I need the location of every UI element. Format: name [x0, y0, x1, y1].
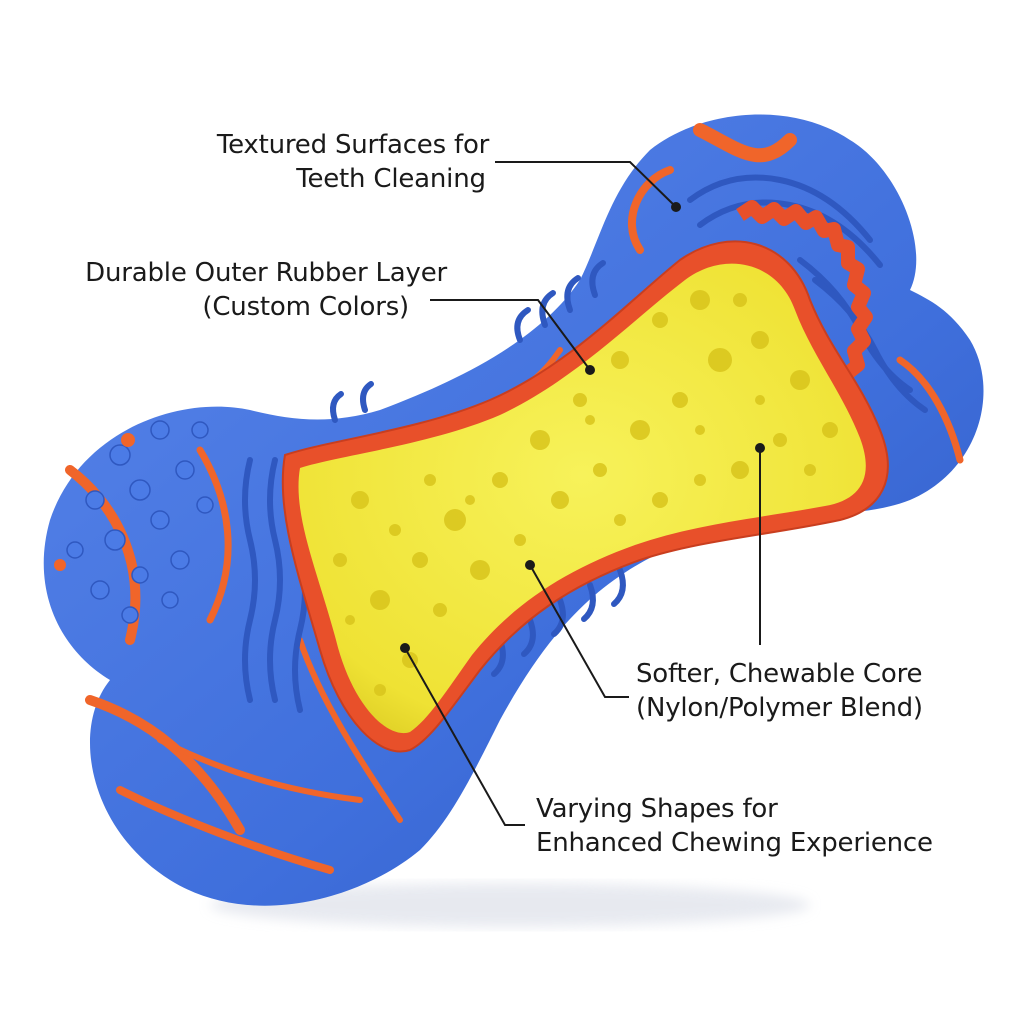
label-textured-line2: Teeth Cleaning [296, 164, 486, 194]
label-outer-layer: Durable Outer Rubber Layer (Custom Color… [82, 256, 447, 324]
core-pores [333, 290, 838, 696]
leader-shapes [404, 647, 525, 826]
orange-crinkle-layer [736, 200, 873, 379]
leader-outer [430, 299, 591, 371]
leader-lines [404, 161, 761, 826]
label-textured-surfaces: Textured Surfaces for Teeth Cleaning [208, 128, 498, 196]
label-core-line2: (Nylon/Polymer Blend) [636, 693, 923, 723]
label-chewable-core: Softer, Chewable Core (Nylon/Polymer Ble… [636, 657, 956, 725]
label-shapes-line1: Varying Shapes for [536, 794, 778, 824]
label-shapes-line2: Enhanced Chewing Experience [536, 828, 933, 858]
leader-dots [400, 202, 765, 653]
label-outer-line2: (Custom Colors) [202, 292, 409, 322]
leader-textured [495, 161, 677, 208]
drop-shadow [210, 883, 810, 927]
label-core-line1: Softer, Chewable Core [636, 659, 923, 689]
label-outer-line1: Durable Outer Rubber Layer [85, 258, 447, 288]
leader-core [529, 564, 629, 698]
nub-bumps [66, 420, 214, 624]
label-textured-line1: Textured Surfaces for [216, 130, 490, 160]
label-varying-shapes: Varying Shapes for Enhanced Chewing Expe… [536, 792, 956, 860]
